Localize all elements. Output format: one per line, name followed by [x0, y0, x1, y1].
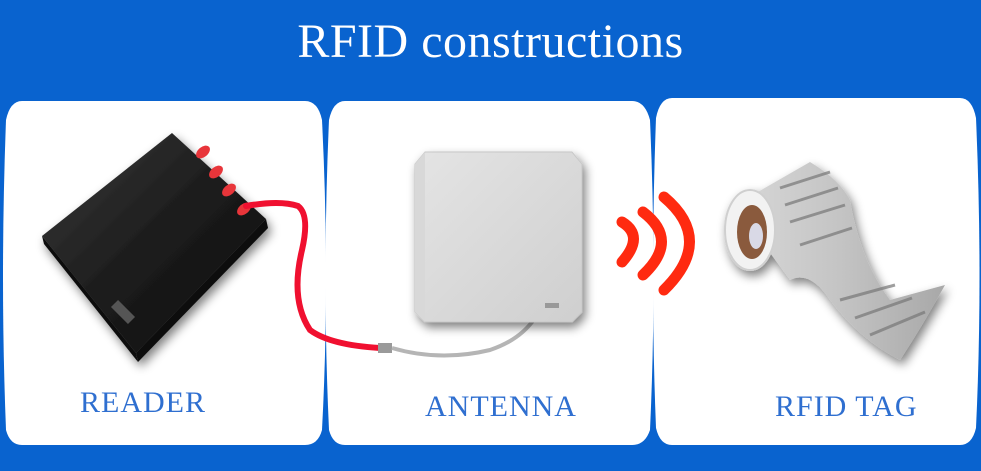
- cable-connector: [378, 343, 392, 353]
- radio-signal-waves-icon: [616, 191, 695, 296]
- rfid-reader-icon: [42, 133, 268, 362]
- tag-roll-icon: [724, 162, 945, 360]
- label-reader: READER: [80, 386, 206, 419]
- tag-inlay-strips: [779, 170, 926, 337]
- antenna-panel-icon: [414, 151, 583, 323]
- coax-cable: [243, 200, 383, 351]
- reader-ports: [196, 145, 251, 216]
- label-rfid-tag: RFID TAG: [775, 390, 918, 423]
- label-antenna: ANTENNA: [425, 390, 577, 423]
- antenna-pigtail: [391, 316, 537, 358]
- page-title: RFID constructions: [297, 15, 684, 68]
